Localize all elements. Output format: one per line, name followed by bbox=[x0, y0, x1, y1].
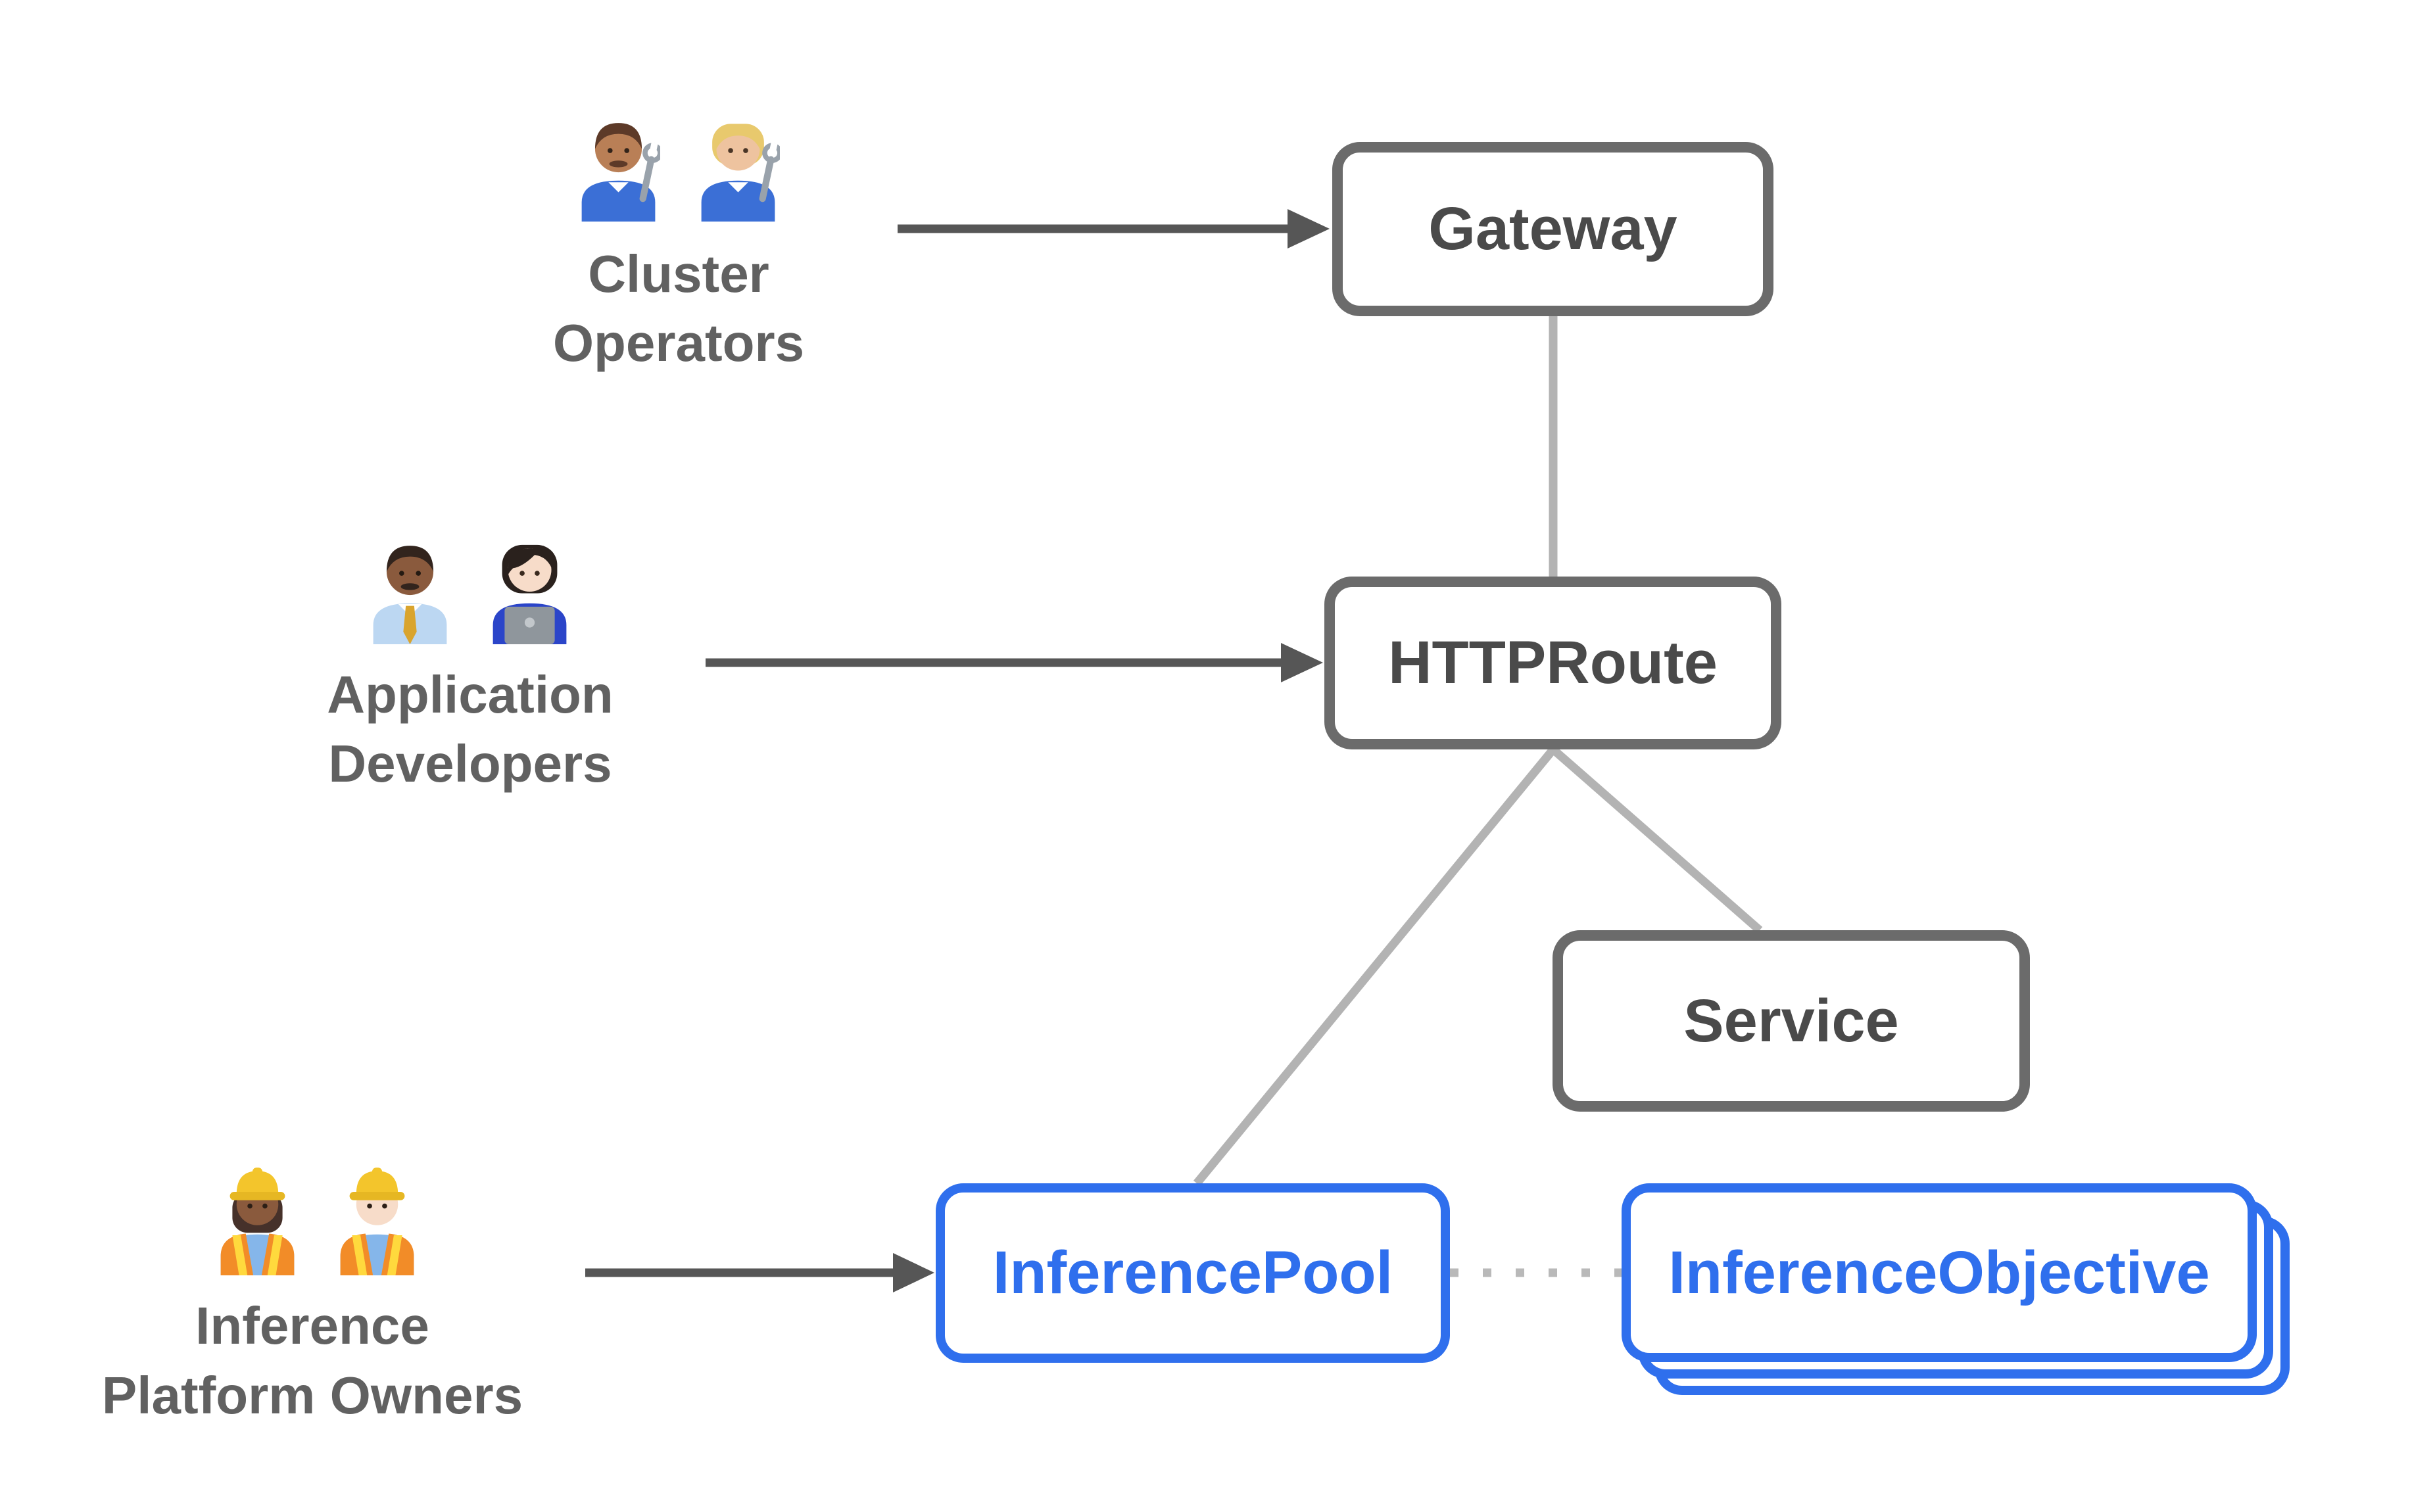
laptop-icon bbox=[504, 606, 555, 644]
man-construction-worker-icon bbox=[340, 1168, 414, 1275]
connector-httproute-service bbox=[1550, 746, 1763, 933]
wrench-icon bbox=[639, 142, 660, 202]
node-gateway: Gateway bbox=[1332, 142, 1773, 316]
node-service: Service bbox=[1553, 930, 2030, 1112]
arrowhead-icon bbox=[893, 1253, 934, 1292]
node-inference-objective-label: InferenceObjective bbox=[1668, 1239, 2210, 1306]
arrow-application-developers-httproute bbox=[706, 643, 1323, 682]
node-service-label: Service bbox=[1683, 987, 1899, 1054]
cluster-operators-emoji-group bbox=[577, 100, 780, 222]
application-developers-label-line2: Developers bbox=[328, 734, 612, 793]
node-httproute-label: HTTPRoute bbox=[1388, 629, 1718, 696]
hard-hat-icon bbox=[349, 1168, 405, 1200]
hard-hat-icon bbox=[229, 1168, 285, 1200]
application-developers-emoji-group bbox=[368, 523, 571, 644]
node-gateway-label: Gateway bbox=[1428, 195, 1677, 262]
cluster-operators-label-line1: Cluster bbox=[588, 245, 769, 303]
cluster-operators-label-line2: Operators bbox=[552, 314, 805, 372]
node-inference-pool-label: InferencePool bbox=[992, 1239, 1393, 1306]
inference-platform-owners-emoji-group bbox=[216, 1154, 419, 1275]
arrowhead-icon bbox=[1281, 643, 1323, 682]
arrow-cluster-operators-gateway bbox=[898, 209, 1330, 248]
safety-vest-icon bbox=[220, 1233, 295, 1275]
woman-technologist-icon bbox=[493, 544, 567, 644]
safety-vest-icon bbox=[340, 1233, 414, 1275]
node-httproute: HTTPRoute bbox=[1324, 577, 1781, 749]
man-mechanic-icon bbox=[581, 123, 660, 222]
inference-platform-owners-label-line2: Platform Owners bbox=[101, 1366, 523, 1425]
tie-icon bbox=[403, 605, 417, 644]
arrowhead-icon bbox=[1288, 209, 1330, 248]
woman-construction-worker-icon bbox=[220, 1168, 295, 1275]
application-developers-label-line1: Application bbox=[327, 665, 614, 724]
wrench-icon bbox=[759, 142, 780, 202]
woman-mechanic-icon bbox=[701, 124, 780, 222]
connector-httproute-inferencepool bbox=[1193, 746, 1557, 1187]
man-office-worker-icon bbox=[373, 546, 447, 644]
inference-platform-owners-label-line1: Inference bbox=[195, 1296, 429, 1355]
node-inference-objective: InferenceObjective bbox=[1622, 1183, 2257, 1362]
node-inference-pool: InferencePool bbox=[936, 1183, 1450, 1363]
arrow-inference-platform-owners-inferencepool bbox=[585, 1253, 934, 1292]
